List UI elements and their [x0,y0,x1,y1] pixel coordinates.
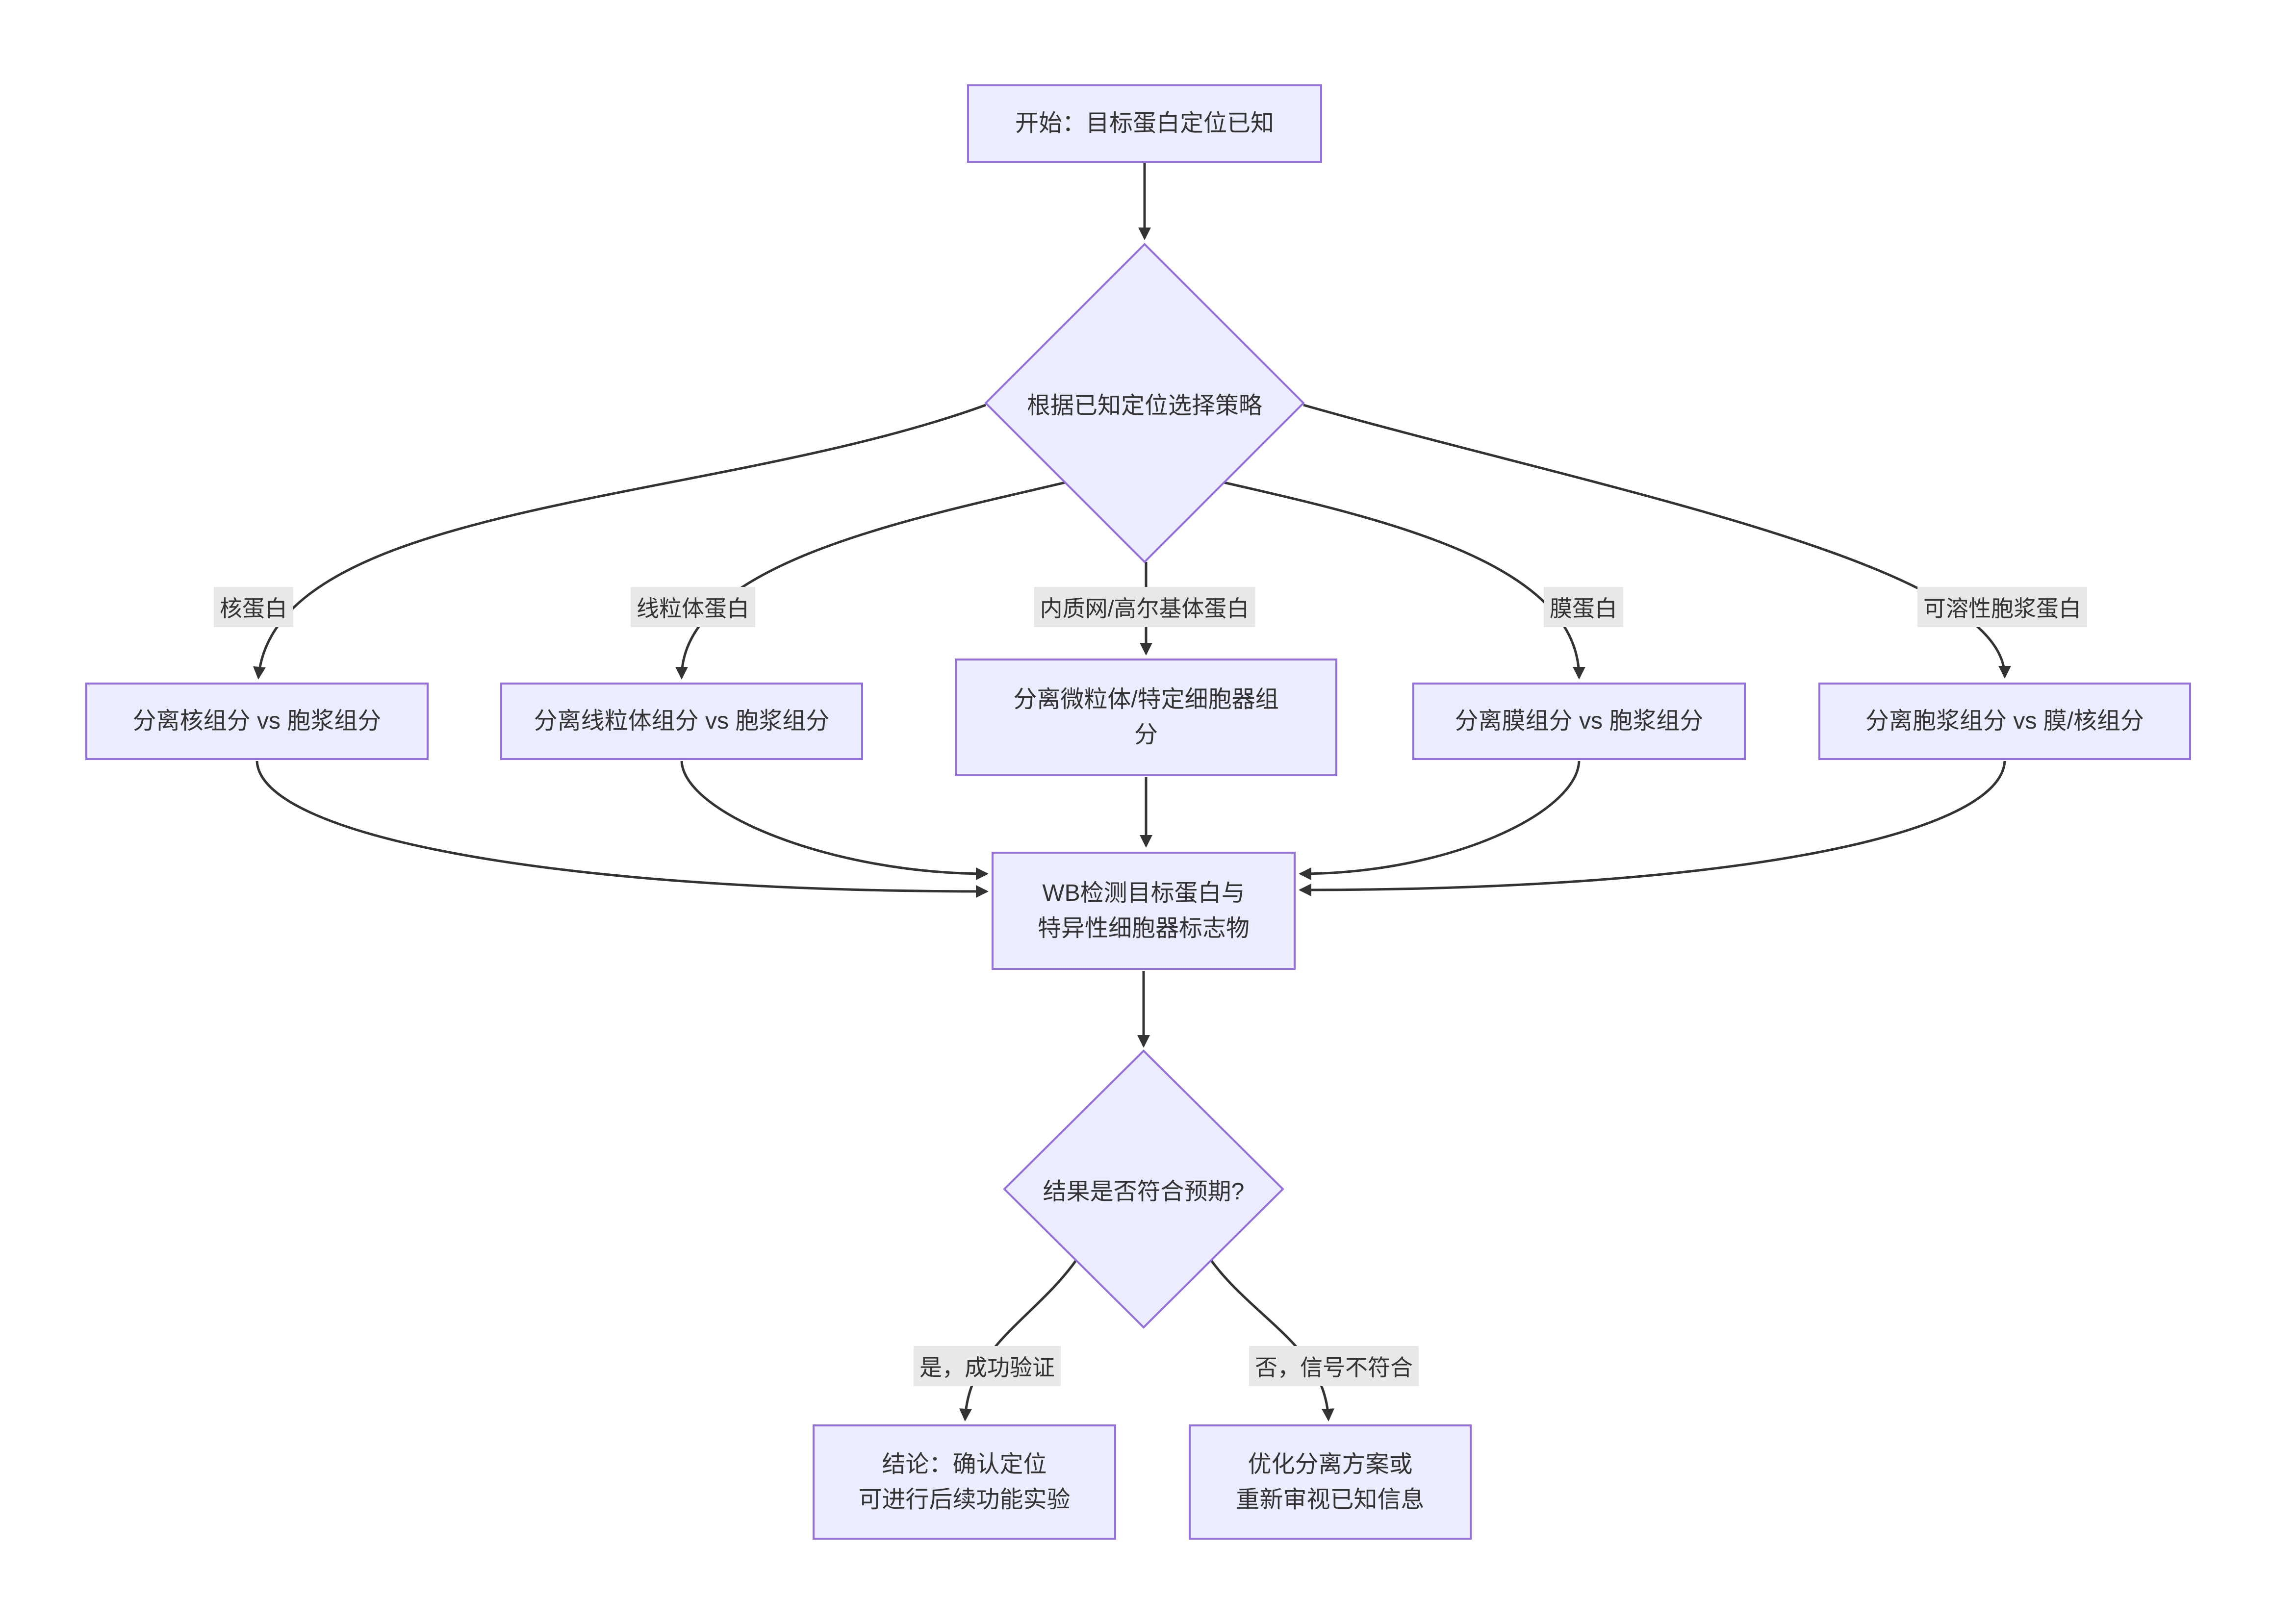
edge-strategy-to-nuclear [253,404,986,680]
node-conclusion: 结论：确认定位 可进行后续功能实验 [813,1424,1116,1540]
node-separate-mito: 分离线粒体组分 vs 胞浆组分 [500,683,863,760]
decision-result-diamond [1003,1049,1284,1329]
node-separate-nuclear: 分离核组分 vs 胞浆组分 [85,683,429,760]
edge-label-mito: 线粒体蛋白 [631,587,755,627]
node-optimize: 优化分离方案或 重新审视已知信息 [1189,1424,1472,1540]
edge-strategy-to-cytosol [1303,404,2011,679]
decision-strategy-label: 根据已知定位选择策略 [1026,393,1263,419]
node-separate-er-golgi: 分离微粒体/特定细胞器组 分 [955,659,1337,776]
edge-result-to-optimize [1209,1258,1334,1421]
edge-label-yes: 是，成功验证 [914,1346,1061,1386]
edge-label-no: 否，信号不符合 [1249,1346,1419,1386]
edge-label-membrane: 膜蛋白 [1544,587,1623,627]
edge-label-nuclear: 核蛋白 [214,587,293,627]
node-start: 开始：目标蛋白定位已知 [967,84,1322,163]
edge-mito-to-wb [680,761,989,880]
edge-cytosol-to-wb [1299,761,2006,896]
edge-membrane-to-wb [1299,761,1581,880]
edge-label-er-golgi: 内质网/高尔基体蛋白 [1034,587,1255,627]
node-separate-cytosol: 分离胞浆组分 vs 膜/核组分 [1818,683,2191,760]
edge-strategy-to-mito [675,481,1066,680]
node-wb-detect: WB检测目标蛋白与 特异性细胞器标志物 [992,852,1296,970]
edge-result-to-conclusion [959,1258,1078,1421]
decision-strategy-diamond [984,243,1305,563]
edge-nuclear-to-wb [255,761,989,898]
node-separate-membrane: 分离膜组分 vs 胞浆组分 [1412,683,1746,760]
edge-label-cytosol: 可溶性胞浆蛋白 [1917,587,2087,627]
decision-result-label: 结果是否符合预期? [1043,1179,1245,1205]
edge-strategy-to-membrane [1224,481,1585,680]
